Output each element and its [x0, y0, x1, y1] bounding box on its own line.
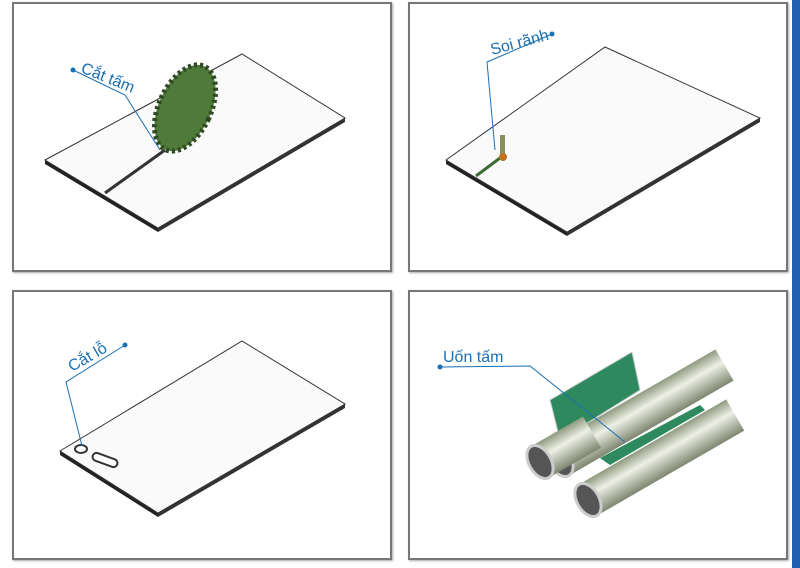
- saw-blade-icon: [151, 62, 219, 154]
- aluminum-sheet-grooved: [445, 46, 762, 236]
- round-hole: [74, 444, 88, 454]
- svg-text:Soi rãnh: Soi rãnh: [489, 27, 551, 59]
- slot-hole: [91, 451, 119, 469]
- router-bit-icon: [499, 135, 507, 161]
- svg-text:Uốn tấm: Uốn tấm: [443, 349, 503, 366]
- svg-text:Cắt lỗ: Cắt lỗ: [65, 338, 111, 375]
- label-bend: Uốn tấm: [437, 349, 626, 443]
- panel-cut-hole: [12, 290, 392, 560]
- side-accent-strip: [792, 0, 800, 568]
- aluminum-sheet-holes: [59, 340, 346, 517]
- svg-text:Cắt tấm: Cắt tấm: [79, 58, 138, 97]
- bending-rollers: [525, 349, 745, 519]
